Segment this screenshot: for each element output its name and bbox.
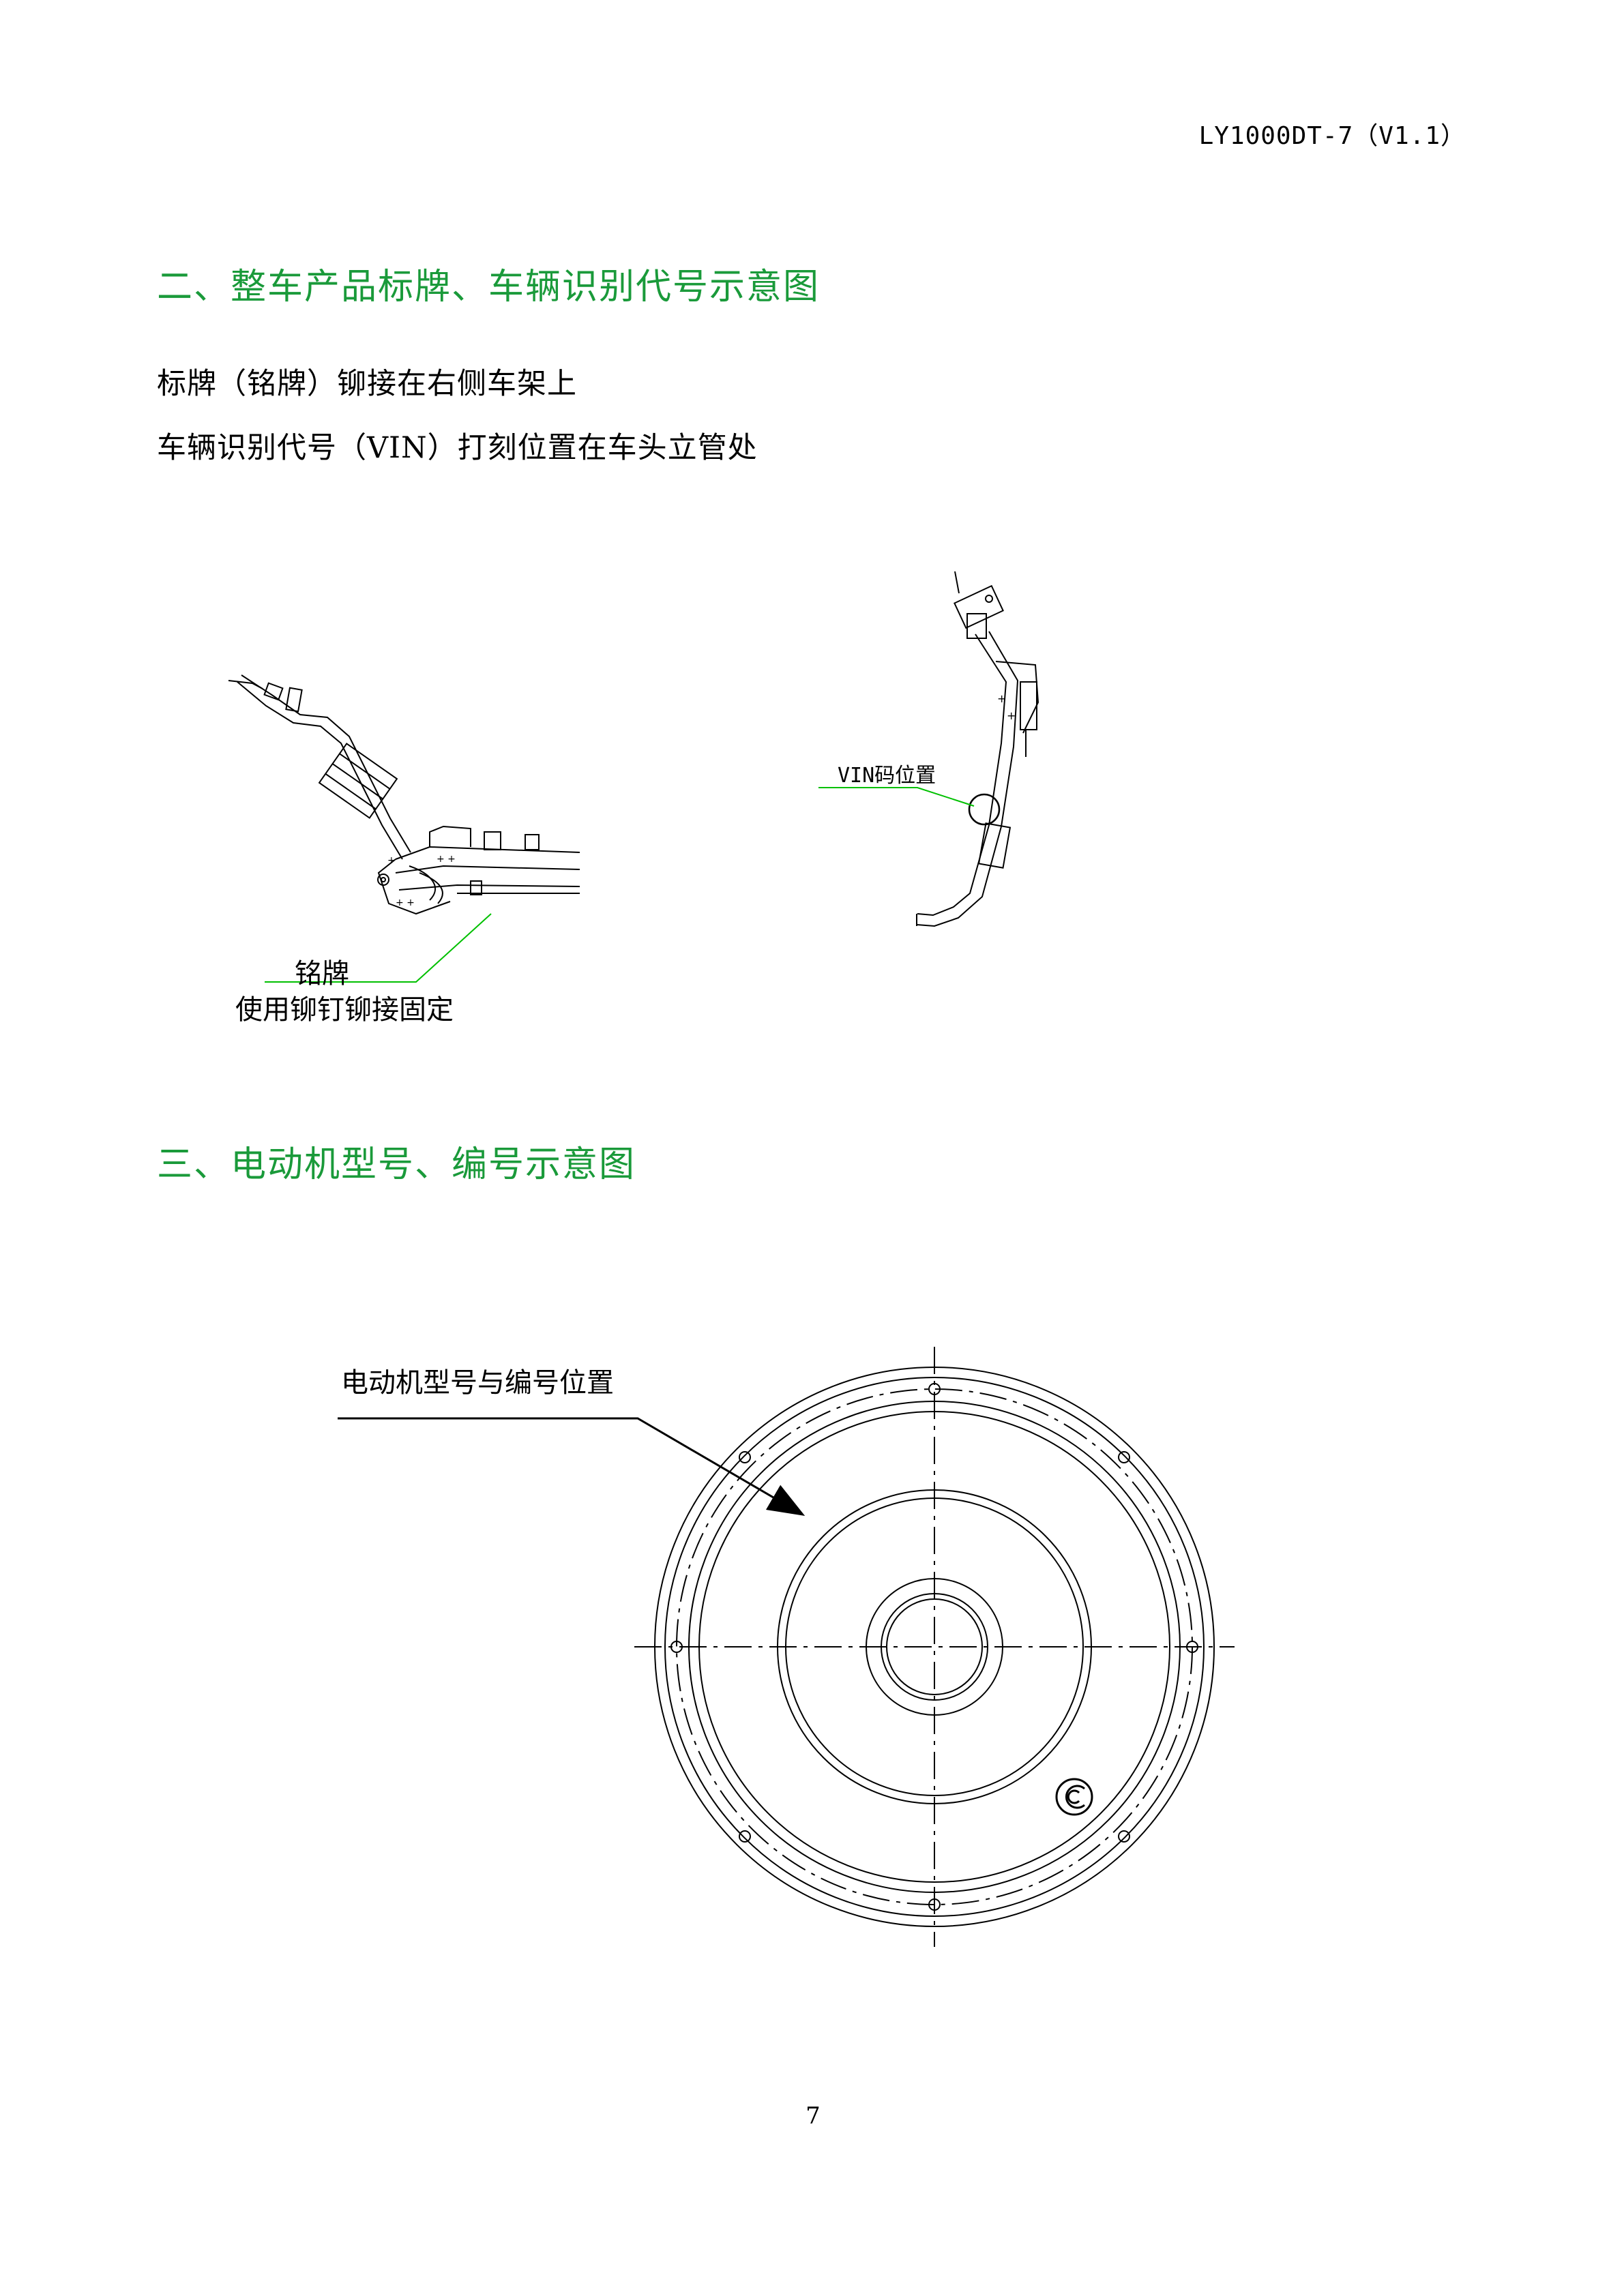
motor-label: 电动机型号与编号位置 [341, 1367, 614, 1399]
svg-text:+ +: + + [437, 854, 456, 865]
document-code: LY1000DT-7（V1.1） [1198, 122, 1466, 150]
ccc-mark-icon [1055, 1778, 1093, 1816]
page-number: 7 [806, 2102, 821, 2130]
frame-nameplate-diagram: + + + + + [228, 674, 580, 915]
svg-text:+: + [387, 855, 396, 866]
svg-text:+ +: + + [396, 897, 415, 908]
vin-position-marker [968, 793, 1001, 826]
nameplate-location-text: 标牌（铭牌）铆接在右侧车架上 [157, 367, 577, 401]
vin-label: VIN码位置 [838, 764, 936, 788]
nameplate-leader-line [265, 913, 492, 983]
vin-location-text: 车辆识别代号（VIN）打刻位置在车头立管处 [157, 431, 758, 465]
head-tube-vin-diagram: + + [818, 571, 1039, 927]
section-2-heading: 二、整车产品标牌、车辆识别代号示意图 [157, 267, 821, 308]
nameplate-note: 使用铆钉铆接固定 [235, 994, 454, 1026]
motor-label-arrow [338, 1417, 806, 1517]
motor-hub-diagram [634, 1347, 1235, 1947]
nameplate-label: 铭牌 [295, 958, 349, 989]
section-3-heading: 三、电动机型号、编号示意图 [157, 1144, 636, 1185]
svg-text:+: + [997, 692, 1006, 705]
svg-text:+: + [1007, 709, 1016, 722]
vin-leader-line [818, 787, 975, 807]
